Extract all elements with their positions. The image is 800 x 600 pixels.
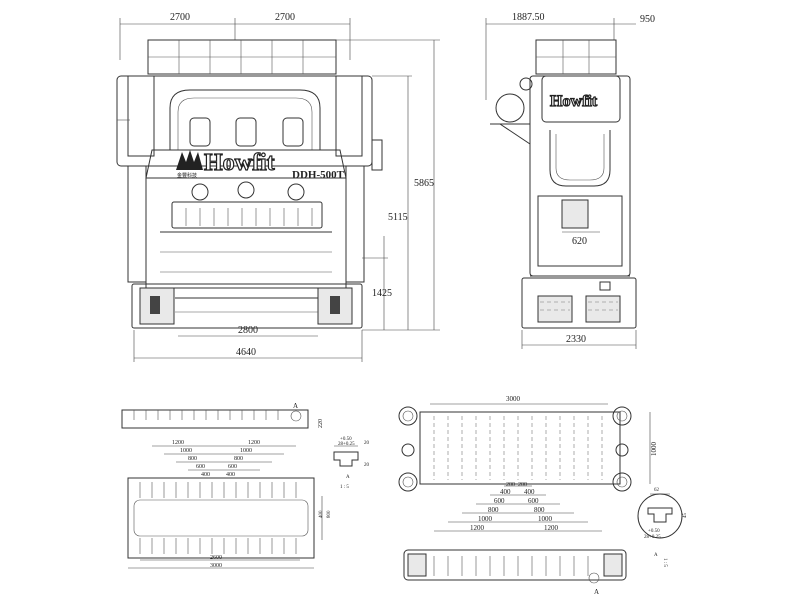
top-railing bbox=[147, 39, 337, 75]
side-body: Howfit 620 bbox=[490, 75, 631, 277]
bolster-top-dimension: 3000 bbox=[430, 395, 608, 405]
slide-dim-800-left: 800 bbox=[188, 456, 197, 462]
brand-logo: Howfit bbox=[204, 150, 275, 176]
slide-detail: A 220 1200 1200 1000 1000 800 800 600 60… bbox=[121, 402, 370, 569]
bolster-dim-1200-right: 1200 bbox=[544, 524, 559, 532]
dim-5865: 5865 bbox=[414, 178, 434, 189]
slide-dim-3000: 3000 bbox=[210, 563, 222, 569]
bolster-dim-400-right: 400 bbox=[524, 488, 535, 496]
marker-A-slide: A bbox=[293, 402, 298, 410]
bolster-dim-600-right: 600 bbox=[528, 497, 539, 505]
side-base bbox=[521, 277, 637, 329]
bolster-dim-200-right: 200 bbox=[518, 482, 527, 488]
slide-dim-800: 800 bbox=[327, 510, 332, 518]
tslot-large-tol-1: +0.50 bbox=[648, 529, 660, 534]
slide-dim-2600: 2600 bbox=[210, 555, 222, 561]
tslot-small-label-A: A bbox=[346, 475, 350, 480]
press-slide bbox=[127, 165, 365, 289]
slide-dim-600-left: 600 bbox=[196, 464, 205, 470]
bolster-plan: 1000 bbox=[398, 406, 658, 492]
tslot-large-dim-45: 45 bbox=[683, 513, 688, 519]
dim-5115: 5115 bbox=[388, 212, 408, 223]
dim-220: 220 bbox=[318, 419, 324, 428]
bolster-dim-200-left: 200 bbox=[506, 482, 515, 488]
bolster-dim-1000-right: 1000 bbox=[538, 515, 553, 523]
slide-dim-1000-left: 1000 bbox=[180, 448, 192, 454]
slide-dim-400-right: 400 bbox=[226, 472, 235, 478]
dim-620: 620 bbox=[572, 236, 587, 247]
slide-dim-400-left: 400 bbox=[201, 472, 210, 478]
bolster-dim-1000: 1000 bbox=[650, 442, 658, 457]
tslot-small-dim-20b: 20 bbox=[364, 463, 370, 468]
bolster-dim-600-left: 600 bbox=[494, 497, 505, 505]
tslot-small-dim-20: 20 bbox=[364, 441, 370, 446]
front-height-dimensions: 5865 5115 1425 bbox=[336, 39, 440, 331]
slide-dim-1000-right: 1000 bbox=[240, 448, 252, 454]
bolster-dimension-rows: 200 200 400 400 600 600 800 800 1000 100… bbox=[434, 482, 602, 532]
tslot-large-scale: 1 : 5 bbox=[662, 558, 667, 567]
slide-tslots bbox=[139, 482, 297, 554]
bolster-tslots bbox=[433, 416, 603, 480]
marker-A-bolster: A bbox=[594, 588, 599, 596]
dim-4640: 4640 bbox=[236, 347, 256, 358]
bolster-dim-1200-left: 1200 bbox=[470, 524, 485, 532]
bolster-dim-3000: 3000 bbox=[506, 395, 521, 403]
tslot-large-dim-62: 62 bbox=[654, 488, 660, 493]
dim-2700-left: 2700 bbox=[170, 12, 190, 23]
side-view: 1887.50 950 Howfit 620 bbox=[485, 12, 655, 349]
slide-dim-1200-right: 1200 bbox=[248, 440, 260, 446]
side-railing bbox=[535, 39, 617, 75]
bolster-dim-800-right: 800 bbox=[534, 506, 545, 514]
dim-2700-right: 2700 bbox=[275, 12, 295, 23]
model-label: DDH-500T bbox=[292, 169, 345, 181]
dim-1425: 1425 bbox=[372, 288, 392, 299]
tslot-large-label-A: A bbox=[654, 553, 658, 558]
bolster-dim-1000-left: 1000 bbox=[478, 515, 493, 523]
chinese-label: 金豐科技 bbox=[177, 172, 197, 179]
slide-dim-600-right: 600 bbox=[228, 464, 237, 470]
press-crown bbox=[116, 75, 383, 171]
tslot-small-tol-1: +0.50 bbox=[340, 437, 352, 442]
front-top-dimensions: 2700 2700 bbox=[119, 12, 351, 60]
bolster-detail: 3000 1000 200 200 bbox=[398, 395, 688, 596]
dim-950: 950 bbox=[640, 14, 655, 25]
logo-mark-icon bbox=[176, 150, 203, 170]
side-top-dimensions: 1887.50 950 bbox=[485, 12, 655, 100]
tslot-large-tol-2: 28+0.25 bbox=[644, 535, 661, 540]
slide-dimension-rows: 1200 1200 1000 1000 800 800 600 600 400 … bbox=[152, 440, 296, 479]
slide-section-top: A 220 bbox=[121, 402, 324, 429]
tslot-section-small: +0.50 28+0.25 20 20 A 1 : 5 bbox=[333, 437, 370, 490]
tslot-small-tol-2: 28+0.25 bbox=[338, 442, 355, 447]
front-view: 2700 2700 bbox=[116, 12, 440, 362]
slide-plan: 2600 3000 400 800 bbox=[127, 477, 332, 569]
slide-dim-800-right: 800 bbox=[234, 456, 243, 462]
bolster-section: A bbox=[403, 549, 627, 596]
bolster-dim-400-left: 400 bbox=[500, 488, 511, 496]
press-base bbox=[131, 283, 363, 329]
bolster-dim-800-left: 800 bbox=[488, 506, 499, 514]
slide-dim-1200-left: 1200 bbox=[172, 440, 184, 446]
dim-1887-50: 1887.50 bbox=[512, 12, 545, 23]
side-brand-logo: Howfit bbox=[550, 93, 598, 110]
tslot-small-scale: 1 : 5 bbox=[340, 485, 349, 490]
front-bottom-dimensions: 2800 4640 bbox=[133, 325, 363, 362]
tslot-section-large: 62 +0.50 28+0.25 45 A 1 : 5 bbox=[637, 488, 688, 567]
dim-2330: 2330 bbox=[566, 334, 586, 345]
dim-2800: 2800 bbox=[238, 325, 258, 336]
side-bottom-dimension: 2330 bbox=[521, 330, 637, 349]
slide-dim-400: 400 bbox=[319, 510, 324, 518]
